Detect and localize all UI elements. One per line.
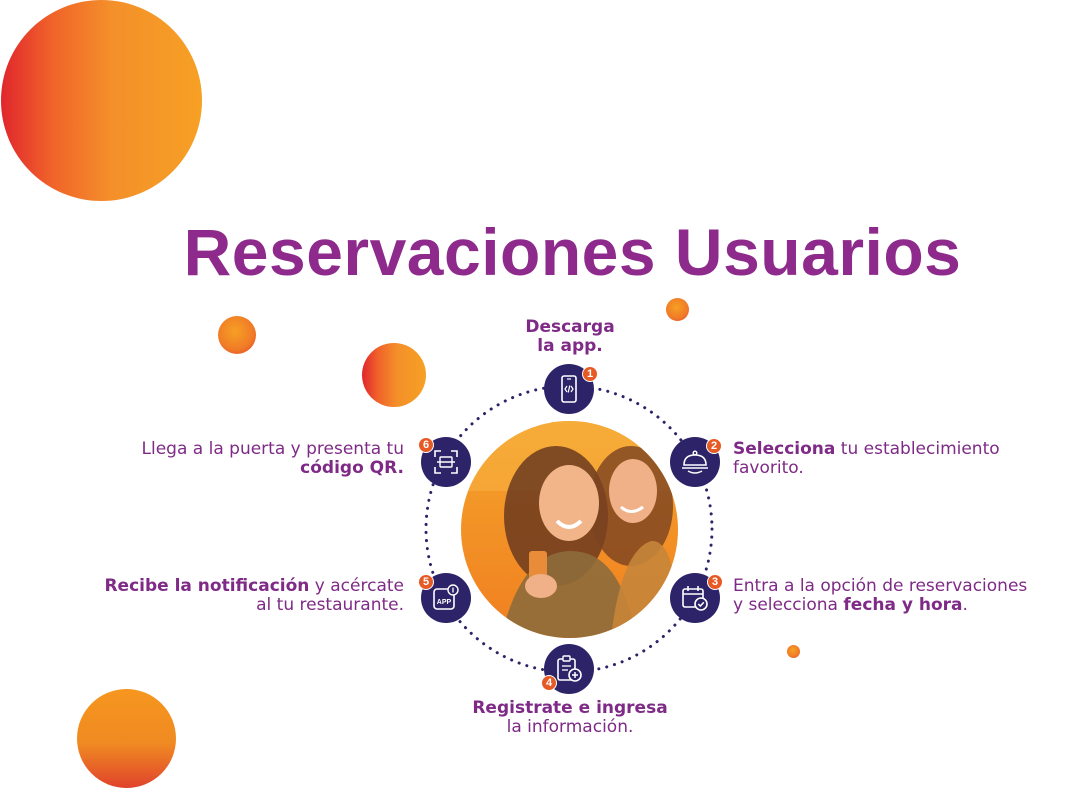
food-cloche-icon: [682, 450, 708, 474]
step-1-bold: Descarga: [525, 317, 615, 337]
step-6-text: Llega a la puerta y presenta tu: [141, 439, 404, 459]
step-4-label: Registrate e ingresa la información.: [455, 699, 685, 737]
calendar-check-icon: [682, 586, 708, 611]
decorative-blob-top-left: [1, 0, 202, 201]
step-5-text: y acércate: [309, 576, 404, 596]
step-5-badge: 5: [418, 574, 434, 590]
step-5-bold: Recibe la notificación: [104, 576, 310, 596]
step-2-text-line2: favorito.: [733, 458, 804, 478]
page-title: Reservaciones Usuarios: [183, 215, 962, 289]
step-2-label: Selecciona tu establecimiento favorito.: [733, 440, 1000, 478]
step-6-bold: código QR.: [300, 458, 404, 478]
decorative-dot-left: [218, 316, 256, 354]
users-photo-illustration: [461, 421, 678, 638]
decorative-dot-right: [787, 645, 800, 658]
step-3-label: Entra a la opción de reservaciones y sel…: [733, 577, 1027, 615]
users-photo: [461, 421, 678, 638]
step-1-badge: 1: [582, 366, 598, 382]
step-2-text: tu establecimiento: [835, 439, 1000, 459]
app-notification-icon: APP: [433, 584, 459, 610]
step-2-badge: 2: [706, 438, 722, 454]
decorative-blob-bottom-left: [77, 689, 176, 788]
step-5-label: Recibe la notificación y acércate al tu …: [64, 577, 404, 615]
step-4-icon: [544, 644, 594, 694]
decorative-dot-top-right: [666, 298, 689, 321]
step-4-text-line2: la información.: [506, 717, 634, 737]
step-4-badge: 4: [541, 675, 557, 691]
step-6-badge: 6: [418, 437, 434, 453]
clipboard-add-icon: [557, 655, 582, 682]
step-3-text-line2: y selecciona: [733, 595, 844, 615]
step-3-bold: fecha y hora: [843, 595, 963, 615]
step-2-bold: Selecciona: [733, 439, 836, 459]
step-3-after: .: [962, 595, 968, 615]
step-6-label: Llega a la puerta y presenta tu código Q…: [64, 440, 404, 478]
step-4-bold: Registrate e ingresa: [472, 698, 668, 718]
step-3-badge: 3: [707, 574, 723, 590]
step-1-bold-line2: la app.: [537, 336, 603, 356]
step-5-text-line2: al tu restaurante.: [256, 595, 404, 615]
mobile-code-icon: [561, 375, 577, 403]
svg-text:APP: APP: [437, 599, 452, 606]
decorative-blob-mid-left: [362, 343, 426, 407]
step-2-icon: [670, 437, 720, 487]
step-3-text: Entra a la opción de reservaciones: [733, 576, 1028, 596]
step-6-icon: [421, 437, 471, 487]
step-1-label: Descarga la app.: [496, 318, 644, 356]
qr-scan-icon: [434, 450, 458, 474]
